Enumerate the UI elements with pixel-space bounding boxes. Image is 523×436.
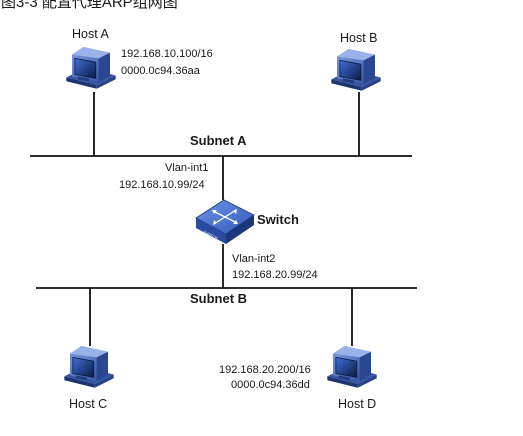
- vlan1-ip: 192.168.10.99/24: [119, 179, 205, 191]
- host-d-label: Host D: [338, 397, 376, 411]
- subnet-a-label: Subnet A: [190, 133, 247, 148]
- figure-caption: 图3-3 配置代理ARP组网图: [1, 0, 178, 11]
- network-switch-icon: SWITCH: [195, 199, 255, 244]
- host-a-ip: 192.168.10.100/16: [121, 48, 213, 60]
- vlan1-label: Vlan-int1: [165, 162, 208, 174]
- host-b: Host B: [330, 31, 382, 92]
- vlan2-label: Vlan-int2: [232, 253, 275, 265]
- switch-badge: SWITCH: [203, 229, 219, 240]
- host-c-label: Host C: [69, 397, 107, 411]
- subnet-b-label: Subnet B: [190, 291, 247, 306]
- desktop-computer-icon: [330, 48, 382, 92]
- host-a-mac: 0000.0c94.36aa: [121, 65, 201, 77]
- desktop-computer-icon: [326, 345, 378, 389]
- network-lines: [30, 92, 417, 346]
- host-d-mac: 0000.0c94.36dd: [231, 379, 310, 391]
- host-a-label: Host A: [72, 27, 109, 41]
- host-d-ip: 192.168.20.200/16: [219, 364, 311, 376]
- switch-label: Switch: [257, 212, 299, 227]
- host-d: 192.168.20.200/16 0000.0c94.36dd Host D: [219, 345, 378, 411]
- desktop-computer-icon: [63, 345, 115, 389]
- vlan2-ip: 192.168.20.99/24: [232, 269, 318, 281]
- switch: SWITCH Switch: [195, 199, 299, 244]
- desktop-computer-icon: [65, 46, 117, 90]
- host-b-label: Host B: [340, 31, 378, 45]
- host-a: Host A 192.168.10.100/16 0000.0c94.36aa: [65, 27, 213, 90]
- host-c: Host C: [63, 345, 115, 411]
